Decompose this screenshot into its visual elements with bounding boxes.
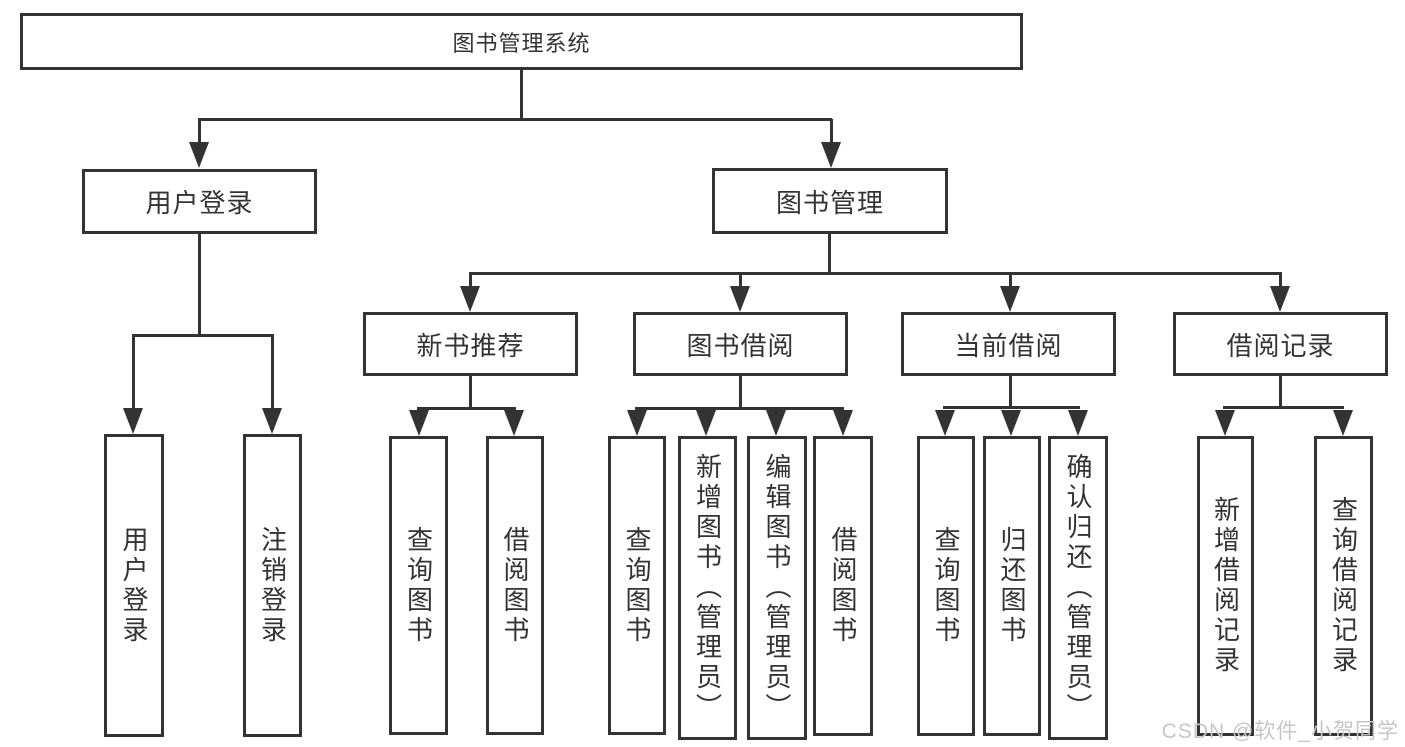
connector-vline: [1009, 376, 1012, 408]
connector-vline: [739, 376, 742, 410]
arrowhead-down-icon: [627, 410, 647, 436]
arrowhead-down-icon: [123, 408, 143, 434]
node-root: 图书管理系统: [20, 13, 1023, 70]
arrowhead-down-icon: [766, 410, 786, 436]
node-book-management: 图书管理: [712, 168, 948, 234]
leaf-borrow-books-2: 借阅图书: [813, 436, 873, 736]
leaf-return-books: 归还图书: [983, 436, 1041, 736]
connector-vline: [1279, 273, 1282, 289]
leaf-logout: 注销登录: [243, 434, 302, 737]
arrowhead-down-icon: [1000, 286, 1020, 312]
arrowhead-down-icon: [833, 410, 853, 436]
connector-vline: [198, 233, 201, 336]
connector-vline: [1009, 273, 1012, 289]
node-borrow-records: 借阅记录: [1173, 312, 1388, 376]
leaf-user-login: 用户登录: [104, 434, 164, 737]
connector-vline: [469, 273, 472, 289]
node-current-borrow: 当前借阅: [901, 312, 1116, 376]
connector-vline: [830, 119, 833, 145]
connector-vline: [469, 376, 472, 410]
arrowhead-down-icon: [1215, 410, 1235, 436]
leaf-query-books-3: 查询图书: [917, 436, 975, 736]
leaf-borrow-books-1: 借阅图书: [486, 436, 544, 735]
connector-vline: [1279, 376, 1282, 408]
connector-vline: [520, 69, 523, 120]
node-book-borrow: 图书借阅: [633, 312, 848, 376]
node-user-login: 用户登录: [82, 169, 317, 234]
leaf-edit-books-admin: 编辑图书（管理员）: [747, 436, 807, 740]
arrowhead-down-icon: [460, 286, 480, 312]
connector-vline: [132, 335, 135, 411]
connector-vline: [198, 119, 201, 145]
arrowhead-down-icon: [730, 286, 750, 312]
arrowhead-down-icon: [696, 410, 716, 436]
connector-hline: [132, 334, 274, 337]
arrowhead-down-icon: [821, 142, 841, 168]
arrowhead-down-icon: [189, 142, 209, 168]
leaf-add-borrow-record: 新增借阅记录: [1197, 436, 1254, 736]
node-new-book-recommend: 新书推荐: [363, 312, 578, 376]
arrowhead-down-icon: [504, 410, 524, 436]
leaf-query-books-2: 查询图书: [608, 436, 666, 735]
connector-hline: [198, 118, 832, 121]
connector-hline: [635, 407, 844, 410]
arrowhead-down-icon: [1270, 286, 1290, 312]
leaf-query-books-1: 查询图书: [389, 436, 448, 735]
arrowhead-down-icon: [935, 410, 955, 436]
connector-hline: [1223, 406, 1344, 409]
arrowhead-down-icon: [1333, 410, 1353, 436]
leaf-confirm-return-admin: 确认归还（管理员）: [1048, 436, 1108, 740]
leaf-add-books-admin: 新增图书（管理员）: [678, 436, 737, 740]
connector-vline: [739, 273, 742, 289]
arrowhead-down-icon: [1001, 410, 1021, 436]
arrowhead-down-icon: [1068, 410, 1088, 436]
connector-hline: [417, 407, 516, 410]
connector-vline: [828, 233, 831, 274]
watermark: CSDN @软件_小贺同学: [1161, 720, 1399, 743]
connector-vline: [271, 335, 274, 411]
connector-hline: [469, 272, 1282, 275]
arrowhead-down-icon: [409, 410, 429, 436]
arrowhead-down-icon: [262, 408, 282, 434]
connector-hline: [943, 406, 1080, 409]
leaf-query-borrow-record: 查询借阅记录: [1314, 436, 1373, 736]
